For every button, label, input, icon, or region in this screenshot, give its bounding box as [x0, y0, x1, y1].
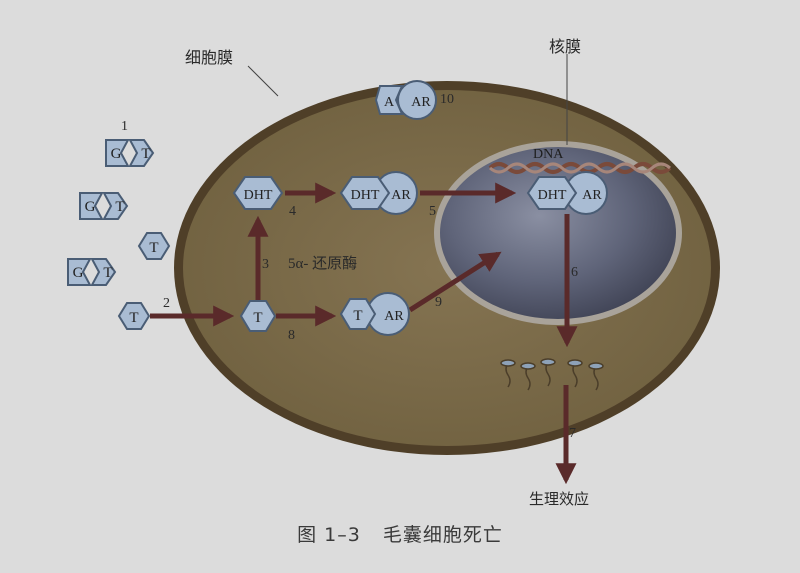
pathway-arrows — [150, 182, 578, 485]
dht-label: DHT — [538, 188, 567, 203]
molecules: G T G T G T T T T — [67, 80, 608, 336]
dht-label: DHT — [351, 188, 380, 203]
dht-molecule: DHT — [232, 176, 284, 210]
step-8: 8 — [288, 328, 295, 343]
physiological-effect-label: 生理效应 — [529, 490, 589, 508]
t-shape — [90, 258, 117, 286]
free-testosterone-2: T — [117, 302, 151, 330]
t-label: T — [103, 265, 112, 281]
dht-ar-nuclear-complex: DHT AR — [526, 171, 608, 215]
nuclear-membrane-label: 核膜 — [549, 38, 581, 56]
t-label: T — [149, 240, 158, 256]
t-label: T — [253, 310, 262, 326]
step-9: 9 — [435, 295, 442, 310]
ar-label: AR — [384, 309, 404, 324]
dht-shape — [339, 176, 391, 210]
t-label: T — [115, 199, 124, 215]
a-label: A — [384, 95, 395, 110]
ar-label: AR — [411, 95, 431, 110]
g-shape — [105, 139, 130, 167]
protein-product — [540, 358, 556, 387]
t-label: T — [353, 308, 362, 324]
dht-ar-complex: DHT AR — [339, 171, 418, 215]
g-shape — [79, 192, 104, 220]
a-ar-complex: A AR — [374, 80, 437, 120]
testosterone-intracellular: T — [239, 300, 277, 332]
step-numbers: 1 2 3 4 5 6 7 8 9 10 — [121, 92, 578, 441]
t-shape — [339, 298, 377, 330]
g-label: G — [85, 199, 96, 215]
figure-number: 图 1–3 — [297, 524, 361, 546]
ar-receptor — [397, 80, 437, 120]
t-label: T — [141, 146, 150, 162]
figure-caption: 图 1–3 毛囊细胞死亡 — [0, 520, 800, 547]
g-label: G — [73, 265, 84, 281]
step-6: 6 — [571, 265, 578, 280]
gene-products — [500, 358, 604, 391]
cell-membrane-label: 细胞膜 — [185, 49, 233, 67]
protein-product — [520, 362, 536, 391]
ar-label: AR — [582, 188, 602, 203]
dht-label: DHT — [244, 188, 273, 203]
arrow-step-9 — [408, 251, 502, 313]
g-shape — [67, 258, 92, 286]
step-5: 5 — [429, 204, 436, 219]
a-shape — [374, 85, 404, 115]
protein-product — [500, 359, 516, 388]
gt-complex-3: G T — [67, 258, 117, 286]
g-label: G — [111, 146, 122, 162]
dht-shape — [526, 176, 578, 210]
ar-label: AR — [391, 188, 411, 203]
gt-complex-2: G T — [79, 192, 129, 220]
step-4: 4 — [289, 204, 296, 219]
step-10: 10 — [440, 92, 454, 107]
protein-product — [567, 359, 583, 388]
t-shape — [128, 139, 155, 167]
figure-title: 毛囊细胞死亡 — [382, 524, 503, 546]
gt-complex-1: G T — [105, 139, 155, 167]
t-shape — [102, 192, 129, 220]
t-label: T — [129, 310, 138, 326]
t-ar-complex: T AR — [339, 292, 410, 336]
enzyme-label: 5α- 还原酶 — [288, 255, 357, 272]
protein-product — [588, 362, 604, 391]
cell-membrane-leader — [247, 65, 279, 97]
free-testosterone-1: T — [137, 232, 171, 260]
step-2: 2 — [163, 296, 170, 311]
dna-label: DNA — [533, 147, 564, 162]
dna-helix — [488, 162, 672, 174]
step-7: 7 — [569, 426, 576, 441]
step-1: 1 — [121, 119, 128, 134]
step-3: 3 — [262, 257, 269, 272]
